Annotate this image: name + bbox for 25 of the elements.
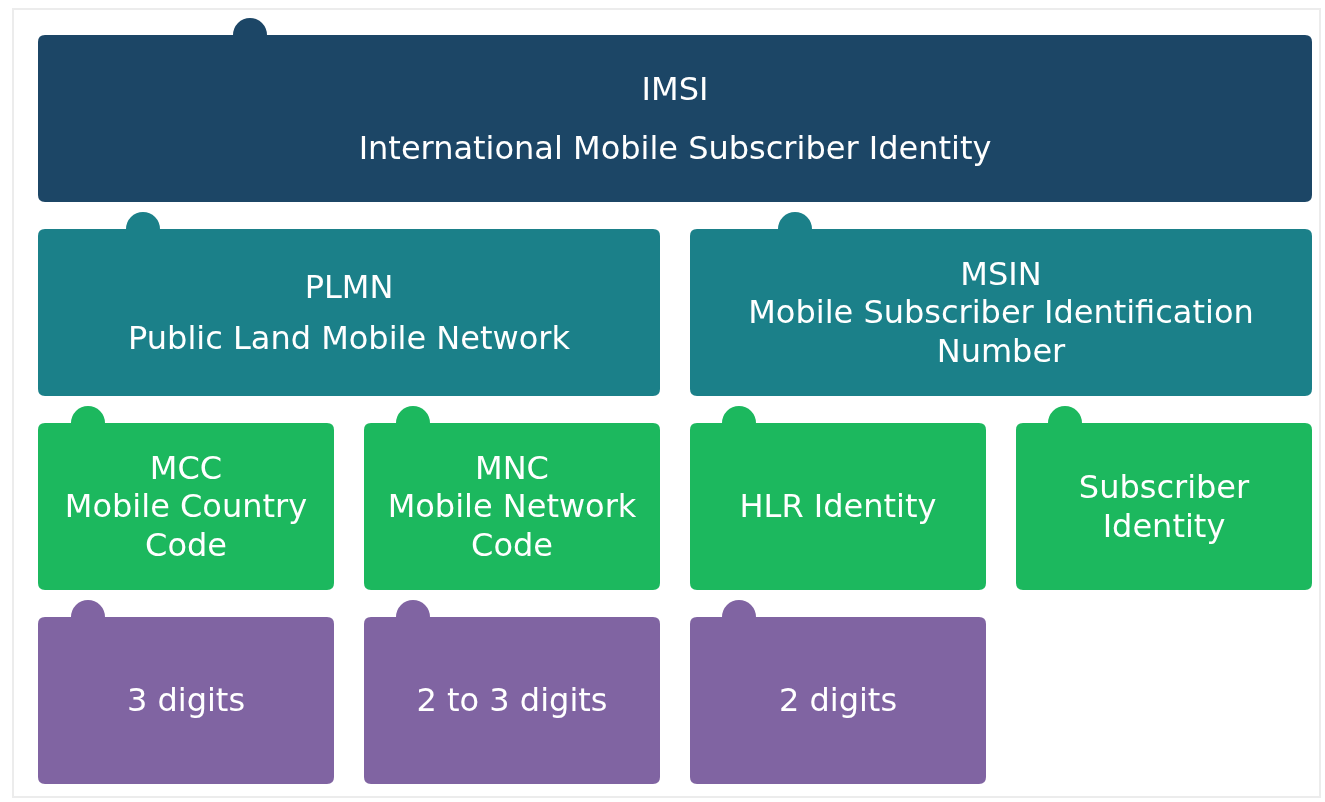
box-text: Mobile Subscriber Identification Number — [747, 293, 1255, 371]
box-heading: MSIN — [960, 254, 1042, 294]
box-heading: PLMN — [304, 268, 394, 307]
box-text: International Mobile Subscriber Identity — [358, 128, 992, 167]
tabbed-box — [38, 215, 660, 396]
tabbed-box — [690, 603, 986, 784]
tabbed-box — [1016, 409, 1312, 590]
box-text: HLR Identity — [739, 487, 937, 526]
box-text: Subscriber Identity — [1077, 468, 1251, 545]
tabbed-box — [364, 409, 660, 590]
box-text: 2 digits — [778, 681, 898, 720]
box-text: Public Land Mobile Network — [128, 318, 570, 357]
tabbed-box — [364, 603, 660, 784]
tabbed-box — [38, 409, 334, 590]
tabbed-box — [38, 21, 1312, 202]
tabbed-box — [690, 409, 986, 590]
box-text: 3 digits — [126, 681, 246, 720]
tabbed-box — [38, 603, 334, 784]
box-heading: MNC — [475, 448, 549, 488]
box-heading: IMSI — [641, 70, 709, 109]
tabbed-box — [690, 215, 1312, 396]
box-text: 2 to 3 digits — [416, 681, 608, 720]
box-text: Mobile Network Code — [386, 487, 638, 565]
box-text: Mobile Country Code — [63, 487, 309, 565]
box-heading: MCC — [149, 448, 223, 488]
